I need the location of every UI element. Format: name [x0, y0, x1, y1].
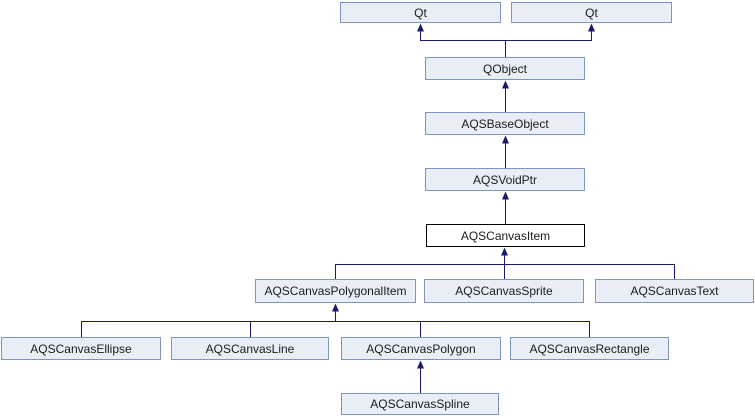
- class-node-aqscanvasellipse[interactable]: AQSCanvasEllipse: [1, 337, 161, 360]
- class-node-aqscanvastext[interactable]: AQSCanvasText: [595, 279, 754, 303]
- class-node-qobject[interactable]: QObject: [425, 57, 585, 80]
- edge-aqscanvasspline-to-aqscanvaspolygon: [417, 360, 424, 393]
- class-node-aqscanvasspline[interactable]: AQSCanvasSpline: [341, 393, 499, 415]
- edge-children-to-aqscanvasitem: [335, 247, 675, 279]
- class-node-aqsbaseobject[interactable]: AQSBaseObject: [425, 112, 585, 135]
- class-node-aqsvoidptr[interactable]: AQSVoidPtr: [425, 168, 585, 191]
- edge-aqsvoidptr-to-aqsbaseobject: [502, 135, 509, 168]
- class-node-aqscanvasline[interactable]: AQSCanvasLine: [171, 337, 329, 360]
- class-node-qt-left[interactable]: Qt: [340, 2, 501, 23]
- class-node-aqscanvaspolygonalitem[interactable]: AQSCanvasPolygonalItem: [255, 279, 416, 303]
- class-node-aqscanvaspolygon[interactable]: AQSCanvasPolygon: [341, 337, 501, 360]
- class-node-qt-right[interactable]: Qt: [511, 2, 672, 23]
- edge-children-to-aqscanvaspolygonalitem: [81, 303, 590, 337]
- edge-qobject-to-qt: [417, 23, 595, 57]
- class-node-aqscanvasitem-selected: AQSCanvasItem: [426, 224, 585, 247]
- class-node-aqscanvassprite[interactable]: AQSCanvasSprite: [424, 279, 584, 303]
- edge-aqsbaseobject-to-qobject: [502, 80, 509, 112]
- class-node-aqscanvasrectangle[interactable]: AQSCanvasRectangle: [510, 337, 669, 360]
- edge-aqscanvasitem-to-aqsvoidptr: [502, 191, 509, 224]
